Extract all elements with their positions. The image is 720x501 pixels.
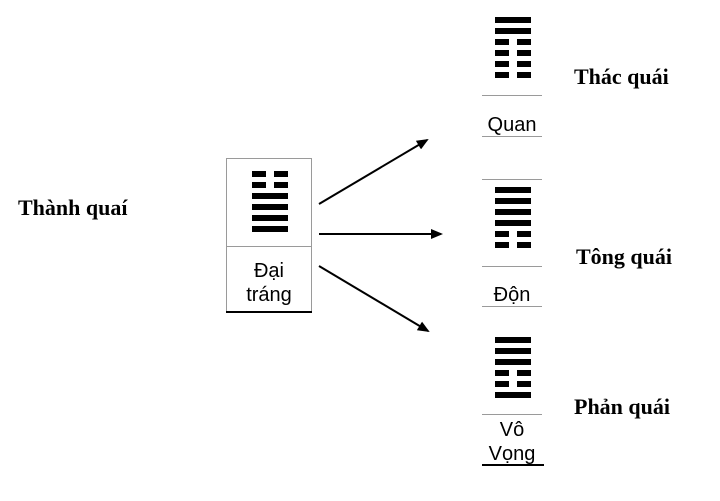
yang-line — [495, 359, 531, 365]
label-tong-quai: Tông quái — [576, 244, 672, 269]
center-box-underline — [226, 311, 312, 313]
label-phan-quai: Phản quái — [574, 394, 670, 419]
yin-line — [495, 39, 531, 45]
vo-vong-name-line2: Vọng — [488, 443, 536, 465]
quan-underline — [482, 136, 542, 137]
don-divider — [482, 266, 542, 267]
yin-line — [495, 370, 531, 376]
yin-line — [495, 61, 531, 67]
arrow-to-phan-quai — [318, 265, 430, 333]
center-hexagram-name: Đại tráng — [226, 259, 312, 307]
yang-line — [495, 209, 531, 215]
hexagram-don — [495, 187, 531, 253]
quan-name: Quan — [487, 114, 537, 136]
yang-line — [495, 28, 531, 34]
hexagram-dai-trang — [252, 171, 288, 237]
yin-line — [495, 381, 531, 387]
yang-line — [252, 193, 288, 199]
yang-line — [252, 226, 288, 232]
vo-vong-divider — [482, 414, 542, 415]
yang-line — [252, 204, 288, 210]
don-name: Độn — [493, 284, 531, 306]
center-name-line1: Đại — [253, 260, 284, 282]
center-name-line2: tráng — [246, 284, 292, 306]
yang-line — [495, 392, 531, 398]
don-underline — [482, 306, 542, 307]
yin-line — [252, 182, 288, 188]
hexagram-quan — [495, 17, 531, 83]
yin-line — [495, 50, 531, 56]
vo-vong-name-line1: Vô — [499, 419, 525, 441]
yang-line — [495, 198, 531, 204]
yang-line — [252, 215, 288, 221]
quan-divider — [482, 95, 542, 96]
hexagram-vo-vong — [495, 337, 531, 403]
yang-line — [495, 187, 531, 193]
vo-vong-name: Vô Vọng — [470, 418, 554, 466]
label-thanh-quai: Thành quaí — [18, 195, 128, 220]
center-box-divider — [226, 246, 312, 247]
vo-vong-underline — [482, 464, 544, 466]
yang-line — [495, 220, 531, 226]
yang-line — [495, 348, 531, 354]
don-top-rule — [482, 179, 542, 180]
yang-line — [495, 337, 531, 343]
yin-line — [495, 72, 531, 78]
yin-line — [252, 171, 288, 177]
label-thac-quai: Thác quái — [574, 64, 669, 89]
arrow-to-thac-quai — [318, 138, 429, 205]
yin-line — [495, 231, 531, 237]
yin-line — [495, 242, 531, 248]
yang-line — [495, 17, 531, 23]
